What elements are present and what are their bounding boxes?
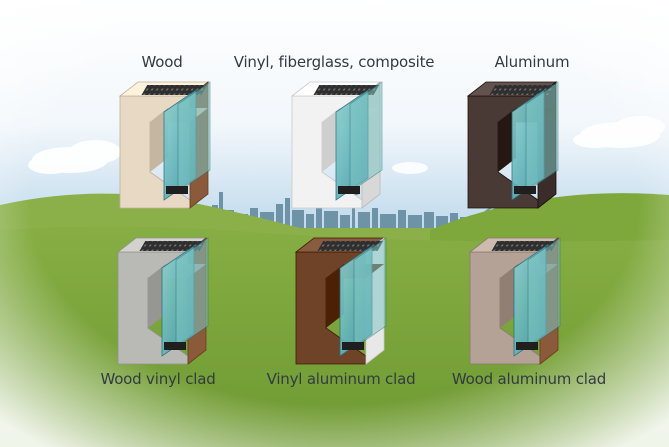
label-wood-vinyl-clad: Wood vinyl clad xyxy=(100,370,216,388)
frame-wood-vinyl-clad xyxy=(116,237,209,365)
label-wood: Wood xyxy=(141,53,183,71)
label-wood-aluminum-clad: Wood aluminum clad xyxy=(451,370,607,388)
frame-vinyl-aluminum-clad xyxy=(294,237,387,365)
label-vinyl: Vinyl, fiberglass, composite xyxy=(233,53,435,71)
frame-aluminum xyxy=(466,81,559,209)
label-vinyl-aluminum-clad: Vinyl aluminum clad xyxy=(266,370,416,388)
frame-vinyl xyxy=(290,81,383,209)
frame-wood-aluminum-clad xyxy=(468,237,561,365)
label-aluminum: Aluminum xyxy=(494,53,570,71)
frame-wood xyxy=(118,81,211,209)
